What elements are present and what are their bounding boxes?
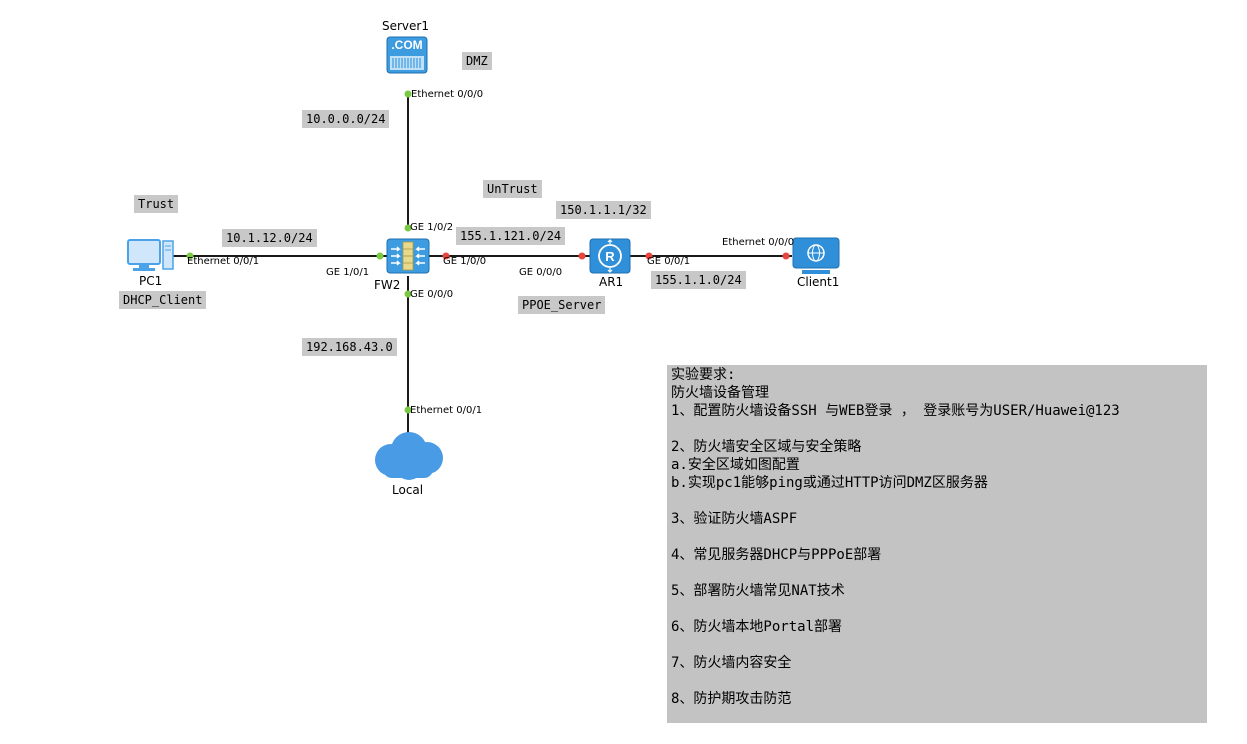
- port-dot: [578, 252, 586, 260]
- port-label: GE 0/0/1: [647, 256, 691, 267]
- subnet-label: 155.1.121.0/24: [456, 227, 566, 245]
- cloud-device[interactable]: [369, 430, 447, 482]
- port-label: Ethernet 0/0/0: [722, 237, 795, 248]
- subnet-label: 10.1.12.0/24: [222, 229, 317, 247]
- router-name: AR1: [599, 275, 624, 289]
- ip-label: 150.1.1.1/32: [556, 201, 651, 219]
- role-label: PPOE_Server: [518, 296, 606, 314]
- port-dot: [782, 252, 790, 260]
- client-device[interactable]: [792, 237, 840, 275]
- firewall-icon: [386, 238, 430, 274]
- port-dot: [404, 290, 412, 298]
- server-icon: [386, 36, 428, 74]
- port-label: GE 1/0/0: [443, 256, 487, 267]
- zone-dmz-label: DMZ: [462, 52, 492, 70]
- port-label: Ethernet 0/0/1: [410, 405, 483, 416]
- client-name: Client1: [797, 275, 840, 289]
- router-icon: R: [589, 238, 631, 274]
- port-label: GE 0/0/0: [519, 267, 563, 278]
- port-label: GE 0/0/0: [410, 289, 454, 300]
- port-label: GE 1/0/1: [326, 267, 370, 278]
- port-dot: [645, 252, 653, 260]
- svg-text:R: R: [605, 249, 615, 264]
- subnet-label: 10.0.0.0/24: [302, 110, 390, 128]
- server-badge: .COM: [391, 38, 423, 52]
- zone-trust-label: Trust: [134, 195, 179, 213]
- cloud-name: Local: [392, 483, 424, 497]
- server-name: Server1: [382, 19, 429, 33]
- port-dot: [442, 252, 450, 260]
- router-device[interactable]: R: [589, 238, 631, 274]
- port-label: GE 1/0/2: [410, 222, 454, 233]
- server-device[interactable]: .COM: [386, 36, 428, 74]
- port-dot: [376, 252, 384, 260]
- port-label: Ethernet 0/0/0: [411, 89, 484, 100]
- pc-device[interactable]: [127, 238, 175, 274]
- subnet-label: 192.168.43.0: [302, 338, 397, 356]
- port-dot: [186, 252, 194, 260]
- port-dot: [404, 90, 412, 98]
- port-dot: [404, 406, 412, 414]
- port-dot: [404, 224, 412, 232]
- firewall-name: FW2: [374, 278, 401, 292]
- subnet-label: 155.1.1.0/24: [651, 271, 746, 289]
- pc-icon: [127, 239, 174, 271]
- firewall-device[interactable]: [386, 238, 430, 274]
- cloud-icon: [375, 432, 443, 480]
- zone-untrust-label: UnTrust: [483, 180, 542, 198]
- requirements-panel: 实验要求: 防火墙设备管理 1、配置防火墙设备SSH 与WEB登录 ， 登录账号…: [667, 365, 1207, 723]
- port-label: Ethernet 0/0/1: [187, 256, 260, 267]
- pc-name: PC1: [139, 274, 163, 288]
- client-icon: [792, 237, 840, 274]
- role-label: DHCP_Client: [119, 291, 207, 309]
